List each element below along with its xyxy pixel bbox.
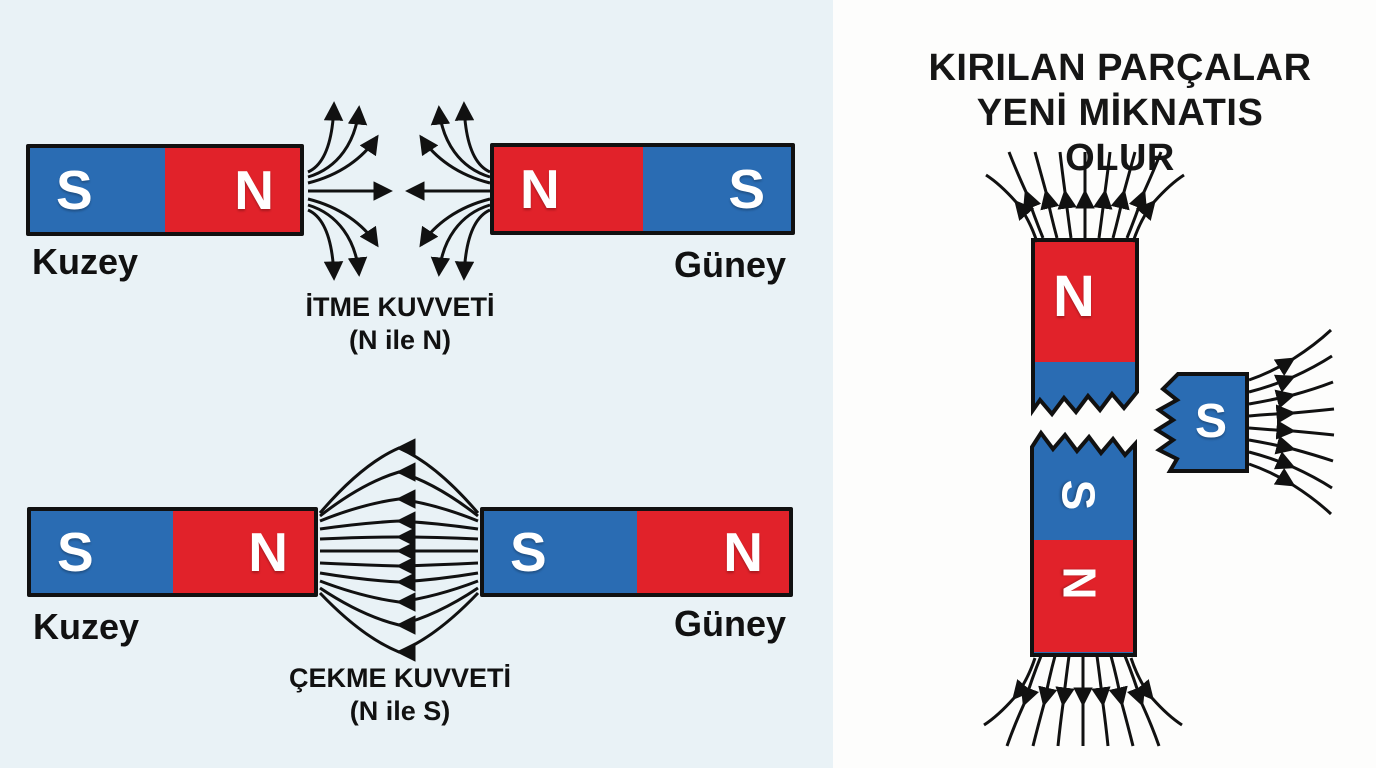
pole-letter-n: N xyxy=(520,157,560,220)
pole-letter-s: S xyxy=(510,520,547,583)
broken-bottom-piece-letter-s: S xyxy=(1052,479,1105,511)
pole-letter-s: S xyxy=(57,520,94,583)
repulsion-left-label: Kuzey xyxy=(32,241,139,282)
attraction-left-label: Kuzey xyxy=(33,606,140,647)
repulsion-magnet-left: S N xyxy=(26,144,304,236)
attraction-caption: ÇEKME KUVVETİ (N ile S) xyxy=(250,662,550,728)
repulsion-caption-line1: İTME KUVVETİ xyxy=(305,292,495,322)
attraction-magnet-left-north-half: N xyxy=(172,511,314,593)
attraction-right-label: Güney xyxy=(673,603,786,644)
right-panel-title: KIRILAN PARÇALAR YENİ MİKNATIS OLUR xyxy=(920,46,1320,180)
pole-letter-s: S xyxy=(56,158,93,221)
broken-side-piece-letter-s: S xyxy=(1195,395,1228,448)
pole-letter-n: N xyxy=(234,158,274,221)
repulsion-right-label: Güney xyxy=(673,244,786,285)
right-panel-title-line1: KIRILAN PARÇALAR xyxy=(928,47,1312,89)
attraction-magnet-right: S N xyxy=(480,507,793,597)
repulsion-caption: İTME KUVVETİ (N ile N) xyxy=(250,291,550,357)
repulsion-magnet-left-north-half: N xyxy=(165,148,300,232)
attraction-caption-line2: (N ile S) xyxy=(349,695,451,726)
repulsion-magnet-right: N S xyxy=(490,143,795,235)
pole-letter-s: S xyxy=(728,157,765,220)
attraction-magnet-right-north-half: N xyxy=(636,511,789,593)
left-panel-background xyxy=(0,0,833,768)
broken-bottom-piece-letter-n: N xyxy=(1053,566,1106,600)
attraction-magnet-left: S N xyxy=(27,507,318,597)
pole-letter-n: N xyxy=(723,520,763,583)
repulsion-magnet-left-south-half: S xyxy=(30,148,165,232)
broken-top-piece-letter-n: N xyxy=(1053,264,1095,329)
attraction-caption-line1: ÇEKME KUVVETİ xyxy=(288,663,512,693)
attraction-magnet-right-south-half: S xyxy=(484,511,637,593)
right-panel-title-line2: YENİ MİKNATIS OLUR xyxy=(976,91,1264,179)
attraction-magnet-left-south-half: S xyxy=(31,511,173,593)
repulsion-caption-line2: (N ile N) xyxy=(348,324,451,355)
repulsion-magnet-right-south-half: S xyxy=(642,147,791,231)
pole-letter-n: N xyxy=(248,520,288,583)
repulsion-magnet-right-north-half: N xyxy=(494,147,643,231)
